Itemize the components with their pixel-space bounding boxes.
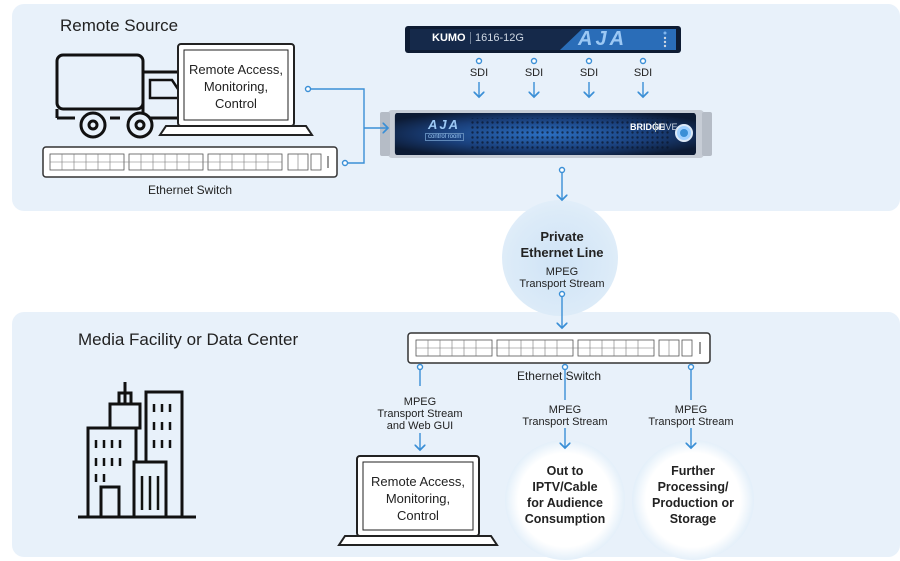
kumo-model: 1616-12G bbox=[470, 32, 524, 44]
media-facility-title: Media Facility or Data Center bbox=[78, 330, 299, 349]
remote-connector-lines bbox=[304, 85, 565, 329]
sdi-label-2: SDI bbox=[524, 67, 544, 79]
bridge-live-unit bbox=[380, 110, 712, 158]
sdi-label-3: SDI bbox=[579, 67, 599, 79]
remote-switch-label: Ethernet Switch bbox=[147, 183, 233, 197]
kumo-brand: KUMO bbox=[432, 32, 466, 44]
facility-switch-label: Ethernet Switch bbox=[516, 369, 602, 383]
remote-laptop-text: Remote Access, Monitoring, Control bbox=[189, 62, 283, 111]
buildings-icon bbox=[78, 382, 196, 519]
stream-left-label: MPEG Transport Stream and Web GUI bbox=[377, 396, 463, 432]
truck-icon bbox=[55, 53, 198, 139]
processing-bubble bbox=[632, 440, 754, 560]
stream-mid-label: MPEG Transport Stream bbox=[522, 404, 608, 428]
bridge-name: BRIDGE bbox=[630, 122, 666, 132]
facility-connector-lines bbox=[418, 363, 694, 451]
sdi-label-1: SDI bbox=[469, 67, 489, 79]
bridge-live: LIVE bbox=[655, 122, 678, 132]
kumo-logo: AJA bbox=[578, 28, 628, 50]
stream-right-label: MPEG Transport Stream bbox=[648, 404, 734, 428]
bridge-aja-logo: AJA bbox=[428, 117, 461, 132]
facility-laptop-text: Remote Access, Monitoring, Control bbox=[371, 474, 465, 523]
sdi-label-4: SDI bbox=[633, 67, 653, 79]
private-line-bubble bbox=[502, 200, 618, 316]
private-line-sub: MPEG Transport Stream bbox=[519, 266, 605, 290]
kumo-router bbox=[405, 26, 681, 53]
bridge-sub-label: control room bbox=[425, 133, 465, 141]
private-line-title: Private Ethernet Line bbox=[520, 229, 604, 260]
iptv-output-text: Out to IPTV/Cable for Audience Consumpti… bbox=[524, 464, 606, 526]
iptv-bubble bbox=[505, 440, 625, 560]
remote-source-title: Remote Source bbox=[60, 16, 179, 35]
facility-laptop-icon bbox=[337, 455, 499, 546]
remote-ethernet-switch-icon bbox=[42, 146, 338, 178]
facility-ethernet-switch-icon bbox=[407, 332, 711, 364]
processing-output-text: Further Processing/ Production or Storag… bbox=[652, 464, 734, 526]
sdi-connectors bbox=[477, 57, 646, 98]
remote-laptop-icon bbox=[158, 43, 314, 136]
